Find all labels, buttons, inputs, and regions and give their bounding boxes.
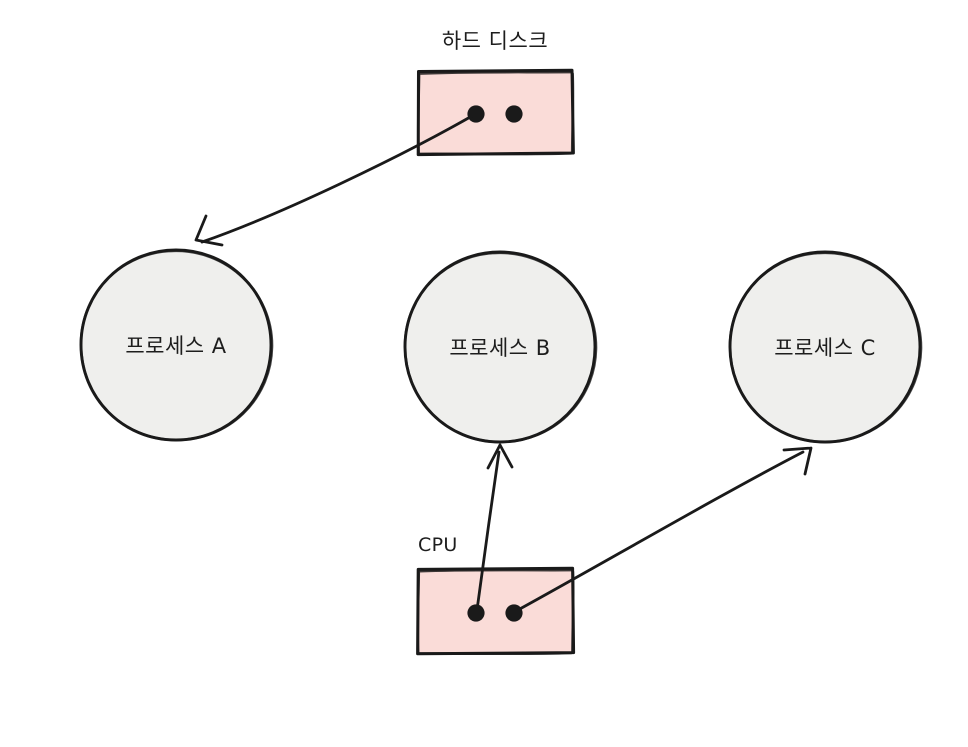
cpu-box-sketch-overlay <box>416 568 575 656</box>
process-c-label: 프로세스 C <box>774 336 876 360</box>
process-b-label: 프로세스 B <box>449 336 550 360</box>
process-b-circle-sketch-overlay <box>403 251 598 444</box>
edge-harddisk-to-process-a-arrowhead <box>194 214 224 247</box>
edge-cpu-to-process-c-line[interactable] <box>516 450 805 612</box>
hard-disk-box-sketch-overlay <box>416 70 575 156</box>
cpu-instance-dot-1 <box>467 604 485 622</box>
process-node-a[interactable]: 프로세스 A <box>79 248 274 442</box>
process-a-label: 프로세스 A <box>125 334 226 358</box>
resource-node-cpu[interactable] <box>416 566 576 656</box>
hard-disk-box[interactable] <box>416 68 575 157</box>
hard-disk-instance-dot-1 <box>467 105 485 123</box>
process-c-circle-sketch-overlay <box>728 251 923 444</box>
process-node-c[interactable]: 프로세스 C <box>728 250 923 444</box>
edge-cpu-to-process-c-arrowhead <box>782 446 813 476</box>
hard-disk-instance-dot-2 <box>505 105 523 123</box>
resource-node-hard-disk[interactable] <box>416 68 575 157</box>
edge-harddisk-to-process-a[interactable] <box>194 114 474 247</box>
cpu-instance-dot-2 <box>505 604 523 622</box>
cpu-label: CPU <box>418 534 458 556</box>
edge-harddisk-to-process-a-line[interactable] <box>200 114 474 244</box>
process-node-b[interactable]: 프로세스 B <box>403 250 598 444</box>
cpu-box[interactable] <box>416 566 576 656</box>
edge-cpu-to-process-b-line[interactable] <box>475 450 501 612</box>
edge-cpu-to-process-b-arrowhead <box>486 443 514 470</box>
edge-cpu-to-process-c[interactable] <box>516 446 813 612</box>
edge-cpu-to-process-b[interactable] <box>475 443 514 612</box>
hard-disk-label: 하드 디스크 <box>442 29 548 53</box>
process-a-circle-sketch-overlay <box>79 249 274 442</box>
